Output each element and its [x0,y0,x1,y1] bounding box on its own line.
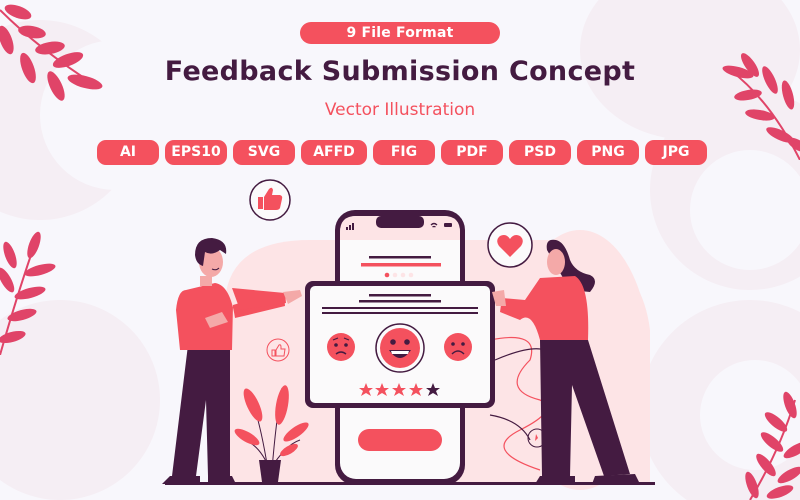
signal-icon [346,223,354,230]
wifi-icon [430,222,438,228]
format-tag-affd: AFFD [301,140,367,165]
format-tag-ai: AI [97,140,159,165]
leaf-branch-top-left [0,4,103,101]
star-icon [375,383,389,396]
leaf-branch-top-right [722,53,800,160]
format-tag-png: PNG [577,140,639,165]
format-list: AI EPS10 SVG AFFD FIG PDF PSD PNG JPG [97,140,707,165]
thumbs-up-bubble [249,179,291,221]
star-rating [359,383,440,396]
leaf-branch-left [0,231,56,355]
happy-face-icon [375,323,425,373]
page-subtitle: Vector Illustration [324,100,476,120]
page-title: Feedback Submission Concept [164,56,636,87]
woman-figure [492,239,640,484]
thumbs-up-icon [264,187,283,210]
submit-button [358,429,442,451]
sad-face-icon [327,333,355,361]
star-icon [409,383,423,396]
man-figure [162,238,302,484]
star-icon [392,383,406,396]
bg-blob [690,150,800,270]
format-tag-svg: SVG [233,140,295,165]
bg-blob [0,300,160,500]
battery-icon [444,223,452,227]
bg-blob [700,360,800,470]
small-thumbs-up-bubble [266,338,290,362]
format-tag-psd: PSD [509,140,571,165]
star-icon [359,383,373,396]
potted-plant [234,385,309,482]
format-tag-eps10: EPS10 [165,140,227,165]
heart-icon [497,235,523,257]
format-tag-jpg: JPG [645,140,707,165]
feedback-card [305,281,495,408]
format-tag-pdf: PDF [441,140,503,165]
frown-face-icon [444,333,472,361]
star-empty-icon [426,383,440,396]
file-format-badge: 9 File Format [300,22,500,44]
heart-bubble [487,222,533,268]
format-tag-fig: FIG [373,140,435,165]
leaf-branch-bottom-right [745,391,800,500]
